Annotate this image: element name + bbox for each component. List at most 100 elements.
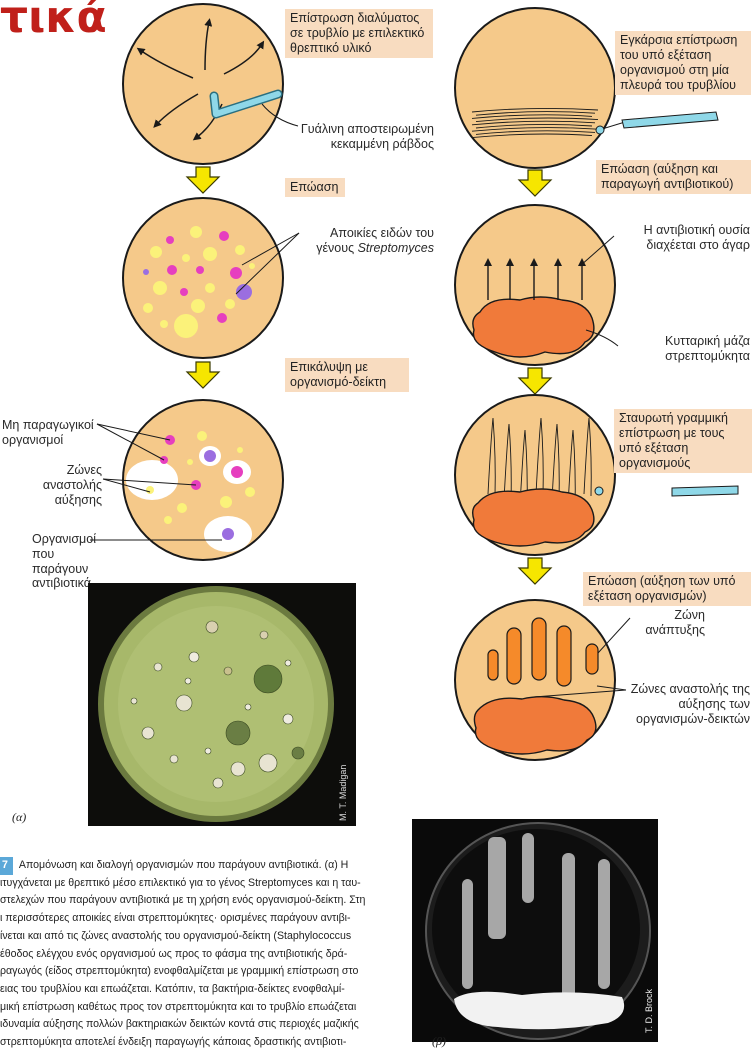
photo-colony <box>205 748 211 754</box>
photo-colony <box>206 621 218 633</box>
photo-credit-b: T. D. Brock <box>644 989 654 1033</box>
page-title: τικά <box>0 0 107 43</box>
colony <box>167 265 177 275</box>
photo-colony <box>170 755 178 763</box>
photo-colony <box>154 663 162 671</box>
colony <box>191 299 205 313</box>
zones-label: Ζώνες αναστολής αύξησης <box>40 463 102 507</box>
colony <box>180 288 188 296</box>
diffuse-label: Η αντιβιοτική ουσία διαχέεται στο άγαρ <box>618 223 750 253</box>
colony <box>146 486 154 494</box>
colony <box>196 266 204 274</box>
photo-colony <box>176 695 192 711</box>
down-arrow-l1 <box>187 167 219 193</box>
colony <box>182 254 190 262</box>
colony <box>143 269 149 275</box>
colony <box>249 263 255 269</box>
caption-line-9: ιδυναμία αύξησης πολλών βακτηριακών δεικ… <box>0 1016 402 1034</box>
colony <box>225 299 235 309</box>
colony <box>187 459 193 465</box>
dish-indicator-overlay <box>90 400 283 560</box>
rod-label: Γυάλινη αποστειρωμένη κεκαμμένη ράβδος <box>286 122 434 152</box>
photo-colony <box>142 727 154 739</box>
step-box-incubation: Επώαση <box>285 178 345 197</box>
step-box-spread: Επίστρωση διαλύματος σε τρυβλίο με επιλε… <box>285 9 433 58</box>
colony <box>190 226 202 238</box>
mass-label: Κυτταρική μάζα στρεπτομύκητα <box>618 334 750 364</box>
colony <box>237 447 243 453</box>
colony <box>222 528 234 540</box>
panel-label-b: (β) <box>432 1034 446 1049</box>
photo-streak <box>462 879 473 989</box>
dish-spread-plate <box>123 4 283 164</box>
photo-credit-a: M. T. Madigan <box>338 765 348 821</box>
caption-line-6: ραγωγός (είδος στρεπτομύκητα) ενοφθαλμίζ… <box>0 963 402 981</box>
photo-colony <box>285 660 291 666</box>
dish-colonies <box>123 198 299 358</box>
photo-streak <box>562 853 575 1003</box>
dish-antibiotic-diffuse <box>455 205 618 365</box>
photo-colony <box>231 762 245 776</box>
colony <box>231 466 243 478</box>
colony <box>166 236 174 244</box>
down-arrow-r2 <box>519 368 551 394</box>
colony <box>203 247 217 261</box>
photo-colony <box>189 652 199 662</box>
caption-line-7: ειας του τρυβλίου και επωάζεται. Κατόπιν… <box>0 981 402 999</box>
photo-colony <box>213 778 223 788</box>
colony <box>220 496 232 508</box>
colony <box>205 283 215 293</box>
step-box-overlay: Επικάλυψη με οργανισμό-δείκτη <box>285 358 409 392</box>
colony <box>174 314 198 338</box>
caption-line-2: στελεχών που παράγουν αντιβιοτικά με τη … <box>0 892 402 910</box>
colonies-label-line1: Αποικίες ειδών του <box>330 226 434 240</box>
colony <box>150 246 162 258</box>
colony <box>153 281 167 295</box>
photo-streak <box>598 859 610 989</box>
colony <box>219 231 229 241</box>
caption-line-0: 7 Απομόνωση και διαλογή οργανισμών που πα… <box>0 857 402 875</box>
caption-line-5: έθοδος ελέγχου ενός οργανισμού ως προς τ… <box>0 946 402 964</box>
photo-colony <box>245 704 251 710</box>
photo-colony <box>292 747 304 759</box>
photo-colony <box>259 754 277 772</box>
inhibition-label: Ζώνες αναστολής της αύξησης των οργανισμ… <box>616 682 750 726</box>
growth-streak <box>532 618 546 680</box>
figure-number: 7 <box>0 857 13 875</box>
step-box-incubation-antibiotic: Επώαση (αύξηση και παραγωγή αντιβιοτικού… <box>596 160 751 194</box>
step-box-streak: Εγκάρσια επίστρωση του υπό εξέταση οργαν… <box>615 31 751 95</box>
photo-colony <box>283 714 293 724</box>
step-box-cross-streak: Σταυρωτή γραμμική επίστρωση με τους υπό … <box>614 409 752 473</box>
photo-colony <box>224 667 232 675</box>
down-arrow-l2 <box>187 362 219 388</box>
colony <box>230 267 242 279</box>
colony <box>197 431 207 441</box>
photo-agar-plate-b: T. D. Brock <box>412 819 658 1042</box>
caption-line-1: ιτυγχάνεται με θρεπτικό μέσο επιλεκτικό … <box>0 875 402 893</box>
colony <box>235 245 245 255</box>
step-box-incubation-test: Επώαση (αύξηση των υπό εξέταση οργανισμώ… <box>583 572 751 606</box>
caption-text-0: Απομόνωση και διαλογή οργανισμών που παρ… <box>19 859 348 871</box>
caption-line-10: στρεπτομύκητα αποτελεί ένδειξη παραγωγής… <box>0 1034 402 1052</box>
growth-streak <box>488 650 498 680</box>
photo-colony <box>131 698 137 704</box>
colonies-label-prefix: γένους <box>316 241 357 255</box>
photo-colony <box>226 721 250 745</box>
colonies-label-genus: Streptomyces <box>358 241 434 255</box>
colony <box>160 320 168 328</box>
down-arrow-r1 <box>519 170 551 196</box>
photo-streak <box>522 833 534 903</box>
figure-caption: 7 Απομόνωση και διαλογή οργανισμών που πα… <box>0 857 402 1052</box>
colony <box>143 303 153 313</box>
colony <box>164 516 172 524</box>
colony <box>204 450 216 462</box>
panel-label-a: (α) <box>12 810 26 825</box>
photo-streak <box>488 837 506 939</box>
colony <box>245 487 255 497</box>
growth-zone-label: Ζώνη ανάπτυξης <box>630 608 705 638</box>
growth-streak <box>586 644 598 674</box>
caption-line-4: ίνεται και από τις ζώνες αναστολής του ο… <box>0 928 402 946</box>
photo-colony <box>254 665 282 693</box>
colonies-label: Αποικίες ειδών του γένους Streptomyces <box>286 226 434 256</box>
photo-colony <box>260 631 268 639</box>
